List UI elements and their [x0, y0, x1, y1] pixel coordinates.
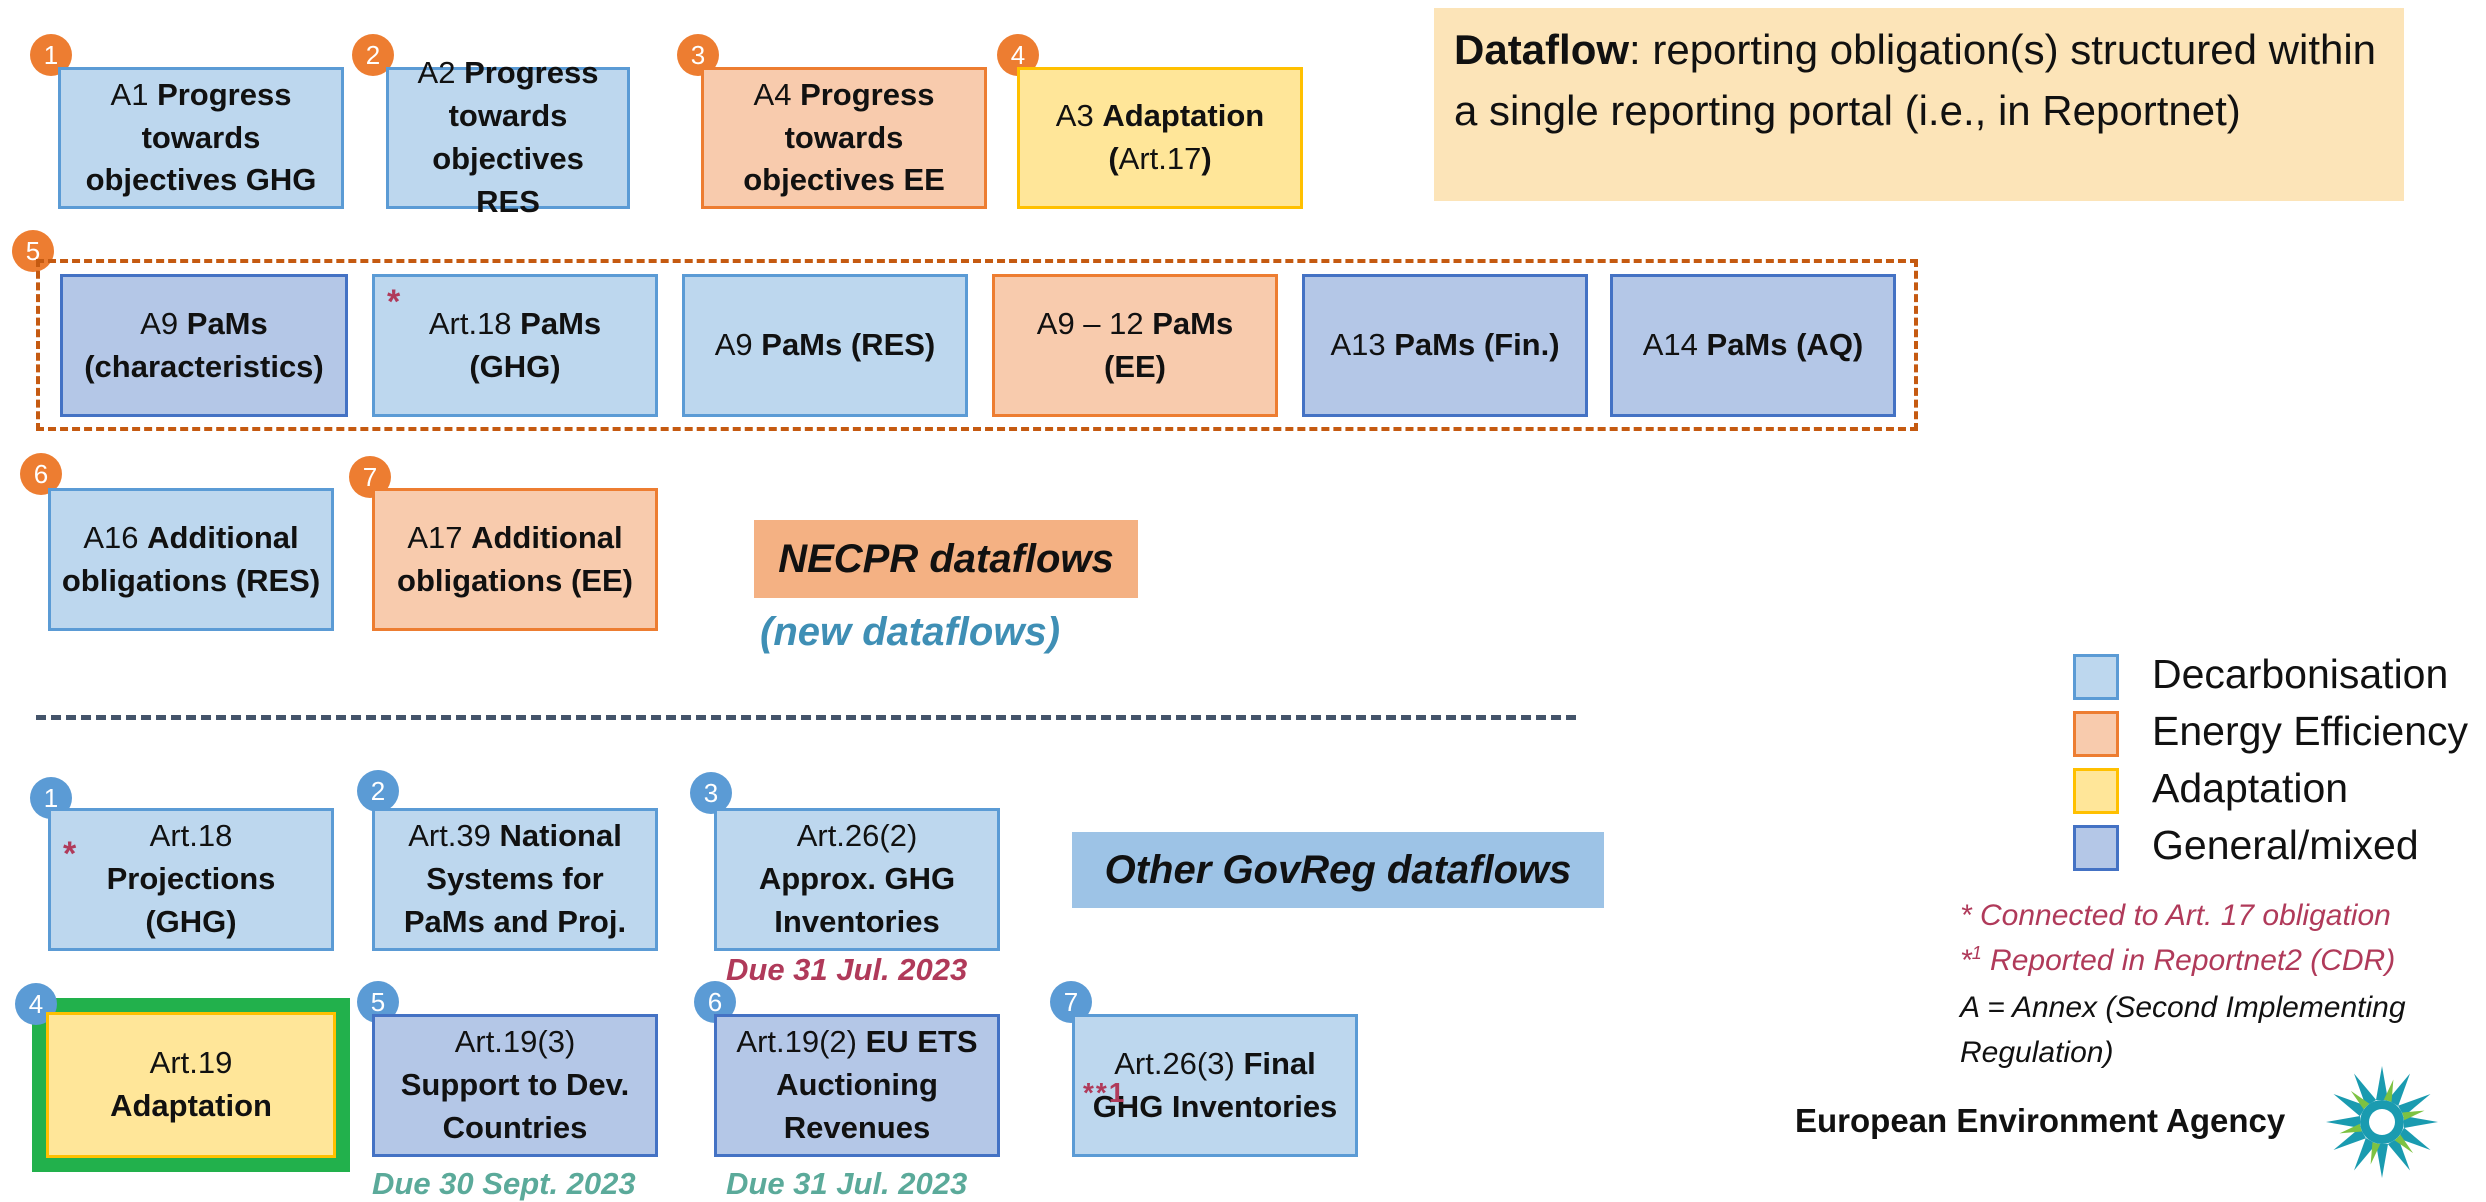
necpr-subtitle: (new dataflows): [760, 610, 1061, 654]
pams-res-box[interactable]: A9 PaMs (RES): [682, 274, 968, 417]
box-prefix: A17: [407, 519, 472, 555]
star-marker: *: [387, 283, 401, 321]
box-title: PaMs (Fin.): [1394, 327, 1560, 363]
star-marker: **1: [1083, 1077, 1127, 1108]
box-prefix: Art.26(3): [1114, 1045, 1244, 1081]
box-prefix: Art.19(3): [454, 1024, 576, 1060]
necpr-box-a16[interactable]: A16 Additional obligations (RES): [48, 488, 334, 631]
due-date-label: Due 31 Jul. 2023: [726, 952, 968, 987]
box-title: Support to Dev. Countries: [400, 1067, 630, 1145]
box-title: Final GHG Inventories: [1092, 1045, 1338, 1124]
pams-fin-box[interactable]: A13 PaMs (Fin.): [1302, 274, 1588, 417]
note-reportnet2: *1 Reported in Reportnet2 (CDR): [1960, 943, 2395, 978]
box-title: Progress towards objectives EE: [743, 76, 945, 198]
note-annex-2: Regulation): [1960, 1036, 2114, 1069]
section-divider: [36, 715, 1576, 720]
gov-box-art19-3[interactable]: Art.19(3) Support to Dev. Countries: [372, 1014, 658, 1157]
box-prefix: A9: [140, 305, 187, 341]
box-title: Adaptation: [110, 1088, 272, 1123]
box-prefix: Art.18: [149, 818, 233, 854]
pams-group-frame: [36, 259, 1918, 431]
necpr-box-a3[interactable]: A3 Adaptation (Art.17): [1017, 67, 1303, 209]
pams-aq-box[interactable]: A14 PaMs (AQ): [1610, 274, 1896, 417]
box-title: Projections (GHG): [106, 861, 276, 939]
necpr-box-a17[interactable]: A17 Additional obligations (EE): [372, 488, 658, 631]
badge-2: 2: [352, 34, 394, 76]
box-prefix: Art.19: [149, 1045, 233, 1081]
box-suffix-paren: ): [1201, 141, 1212, 176]
necpr-title: NECPR dataflows: [754, 520, 1138, 598]
box-title: Additional obligations (RES): [61, 519, 321, 598]
govreg-title: Other GovReg dataflows: [1072, 832, 1604, 908]
badge-7: 7: [349, 456, 391, 498]
legend-label-energy-efficiency: Energy Efficiency: [2152, 708, 2469, 754]
note-superscript: 1: [1971, 943, 1982, 963]
pams-characteristics-box[interactable]: A9 PaMs (characteristics): [60, 274, 348, 417]
pams-ghg-box[interactable]: * Art.18 PaMs (GHG): [372, 274, 658, 417]
box-title: Additional obligations (EE): [397, 519, 633, 598]
legend-swatch-decarbonisation: [2073, 654, 2119, 700]
box-title: Progress towards objectives RES: [432, 55, 599, 219]
gov-badge-3: 3: [690, 772, 732, 814]
box-prefix: Art.18: [428, 305, 521, 341]
box-title: Adaptation (: [1102, 98, 1265, 176]
gov-box-art19-2[interactable]: Art.19(2) EU ETS Auctioning Revenues: [714, 1014, 1000, 1157]
box-title: PaMs (GHG): [469, 305, 602, 384]
box-prefix: A9: [714, 327, 762, 363]
box-prefix: A4: [753, 76, 801, 112]
box-title: EU ETS Auctioning Revenues: [776, 1024, 978, 1145]
note-annex-1: A = Annex (Second Implementing: [1960, 991, 2406, 1024]
legend-label-decarbonisation: Decarbonisation: [2152, 651, 2449, 697]
gov-badge-7: 7: [1050, 981, 1092, 1023]
box-prefix: A9 – 12: [1036, 305, 1153, 341]
legend-swatch-general-mixed: [2073, 825, 2119, 871]
definition-text: : reporting obligation(s) structured wit…: [1454, 26, 2377, 134]
box-title: Approx. GHG Inventories: [758, 861, 956, 939]
box-prefix: A13: [1330, 327, 1395, 363]
pams-ee-box[interactable]: A9 – 12 PaMs (EE): [992, 274, 1278, 417]
box-prefix: Art.26(2): [796, 818, 918, 854]
necpr-box-a2[interactable]: A2 Progress towards objectives RES: [386, 55, 630, 219]
due-date-label: Due 30 Sept. 2023: [372, 1166, 636, 1201]
box-title: PaMs (characteristics): [84, 305, 324, 384]
box-prefix: A2: [417, 55, 465, 91]
legend-label-general-mixed: General/mixed: [2152, 822, 2419, 868]
definition-term: Dataflow: [1454, 26, 1630, 73]
box-title: PaMs (EE): [1104, 305, 1234, 384]
note-star: *: [1960, 944, 1972, 977]
box-prefix: A3: [1055, 98, 1103, 134]
badge-5: 5: [12, 230, 54, 272]
box-suffix: Art.17: [1118, 141, 1202, 176]
necpr-box-a1[interactable]: A1 Progress towards objectives GHG: [58, 67, 344, 209]
eea-logo-icon[interactable]: [2322, 1060, 2442, 1185]
gov-badge-5: 5: [357, 981, 399, 1023]
legend-label-adaptation: Adaptation: [2152, 765, 2349, 811]
legend-swatch-adaptation: [2073, 768, 2119, 814]
box-prefix: A14: [1642, 327, 1707, 363]
box-title: PaMs (RES): [761, 327, 936, 363]
gov-box-art39[interactable]: Art.39 National Systems for PaMs and Pro…: [372, 808, 658, 951]
box-title: Progress towards objectives GHG: [85, 76, 317, 198]
box-title: National Systems for PaMs and Proj.: [403, 818, 627, 939]
gov-box-art26-2[interactable]: Art.26(2) Approx. GHG Inventories: [714, 808, 1000, 951]
note-art17: * Connected to Art. 17 obligation: [1960, 899, 2391, 932]
eea-brand-name[interactable]: European Environment Agency: [1795, 1102, 2286, 1139]
note-text: Reported in Reportnet2 (CDR): [1981, 944, 2396, 977]
gov-badge-2: 2: [357, 770, 399, 812]
gov-box-art26-3[interactable]: **1 Art.26(3) Final GHG Inventories: [1072, 1014, 1358, 1157]
box-title: PaMs (AQ): [1706, 327, 1864, 363]
box-prefix: Art.39: [408, 818, 500, 854]
box-prefix: A16: [83, 519, 148, 555]
box-prefix: Art.19(2): [736, 1024, 866, 1060]
due-date-label: Due 31 Jul. 2023: [726, 1166, 968, 1201]
necpr-box-a4[interactable]: A4 Progress towards objectives EE: [701, 67, 987, 209]
definition-box: Dataflow: reporting obligation(s) struct…: [1434, 8, 2404, 201]
box-prefix: A1: [110, 76, 158, 112]
star-marker: *: [63, 835, 77, 873]
legend-swatch-energy-efficiency: [2073, 711, 2119, 757]
